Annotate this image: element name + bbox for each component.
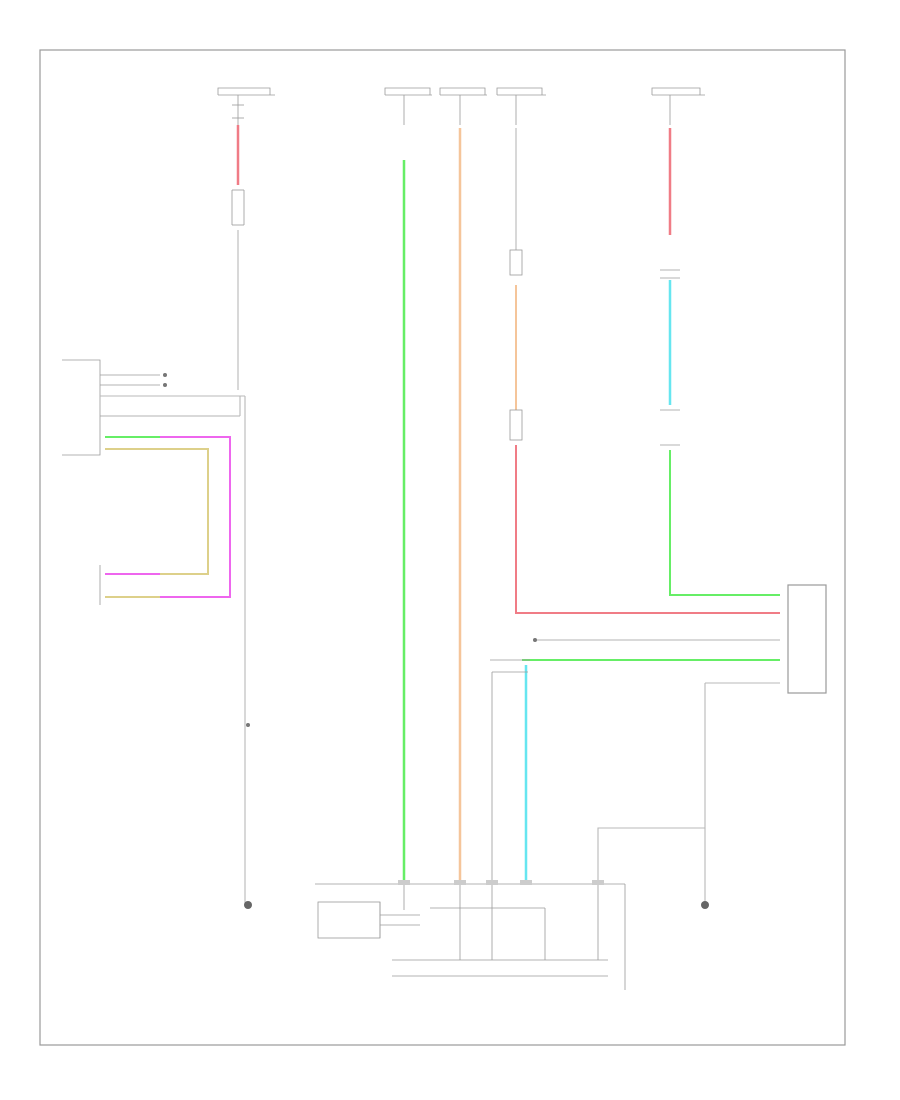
branch-switch bbox=[490, 659, 530, 880]
fuse-block-5 bbox=[651, 87, 705, 125]
fuse-block-1 bbox=[217, 87, 275, 125]
component-516-lower bbox=[509, 409, 523, 441]
connector-670-lower bbox=[660, 409, 680, 446]
left-connector-top bbox=[62, 359, 245, 456]
wire-pink-left bbox=[160, 436, 231, 598]
wire-red-lower bbox=[515, 445, 780, 614]
wire-yellow-left bbox=[105, 448, 209, 575]
fuse-block-2 bbox=[384, 87, 432, 125]
right-module bbox=[787, 584, 827, 694]
component-left-upper bbox=[231, 189, 245, 226]
bottom-module bbox=[315, 880, 626, 990]
diagram-frame bbox=[39, 49, 846, 1046]
connector-670-upper bbox=[660, 269, 680, 279]
component-516-upper bbox=[509, 249, 523, 276]
ground-right-icon bbox=[701, 901, 709, 909]
fuse-block-4 bbox=[496, 87, 546, 125]
ground-left-icon bbox=[244, 901, 252, 909]
wire-grey-right bbox=[597, 683, 706, 880]
fuse-block-3 bbox=[439, 87, 487, 125]
wire-green-670 bbox=[669, 450, 780, 596]
